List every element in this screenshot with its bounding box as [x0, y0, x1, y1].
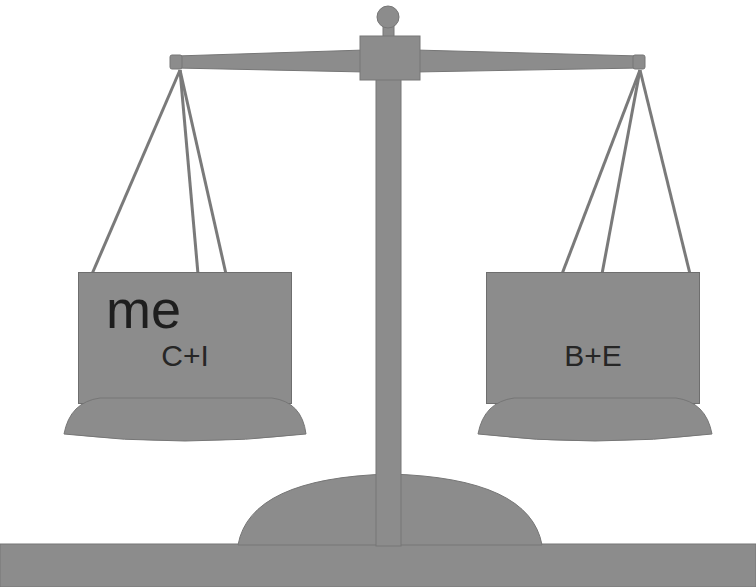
pan-plate — [64, 398, 306, 441]
pan-label: C+I — [161, 339, 209, 373]
scale-pan: B+E — [486, 272, 700, 404]
scale-pole — [376, 60, 401, 546]
pan-string — [640, 70, 690, 274]
pivot-block — [360, 36, 420, 80]
pan-string — [562, 70, 640, 274]
pan-string — [602, 70, 640, 274]
beam-end-right — [633, 55, 645, 69]
pan-label: B+E — [564, 339, 622, 373]
pan-string — [92, 70, 180, 274]
pan-plate — [478, 398, 712, 441]
pan-string — [180, 70, 198, 274]
beam-end-left — [170, 55, 182, 69]
side-text: me — [106, 278, 181, 340]
scale-knob — [377, 6, 399, 28]
pan-string — [180, 70, 226, 274]
ground-base — [0, 544, 756, 587]
